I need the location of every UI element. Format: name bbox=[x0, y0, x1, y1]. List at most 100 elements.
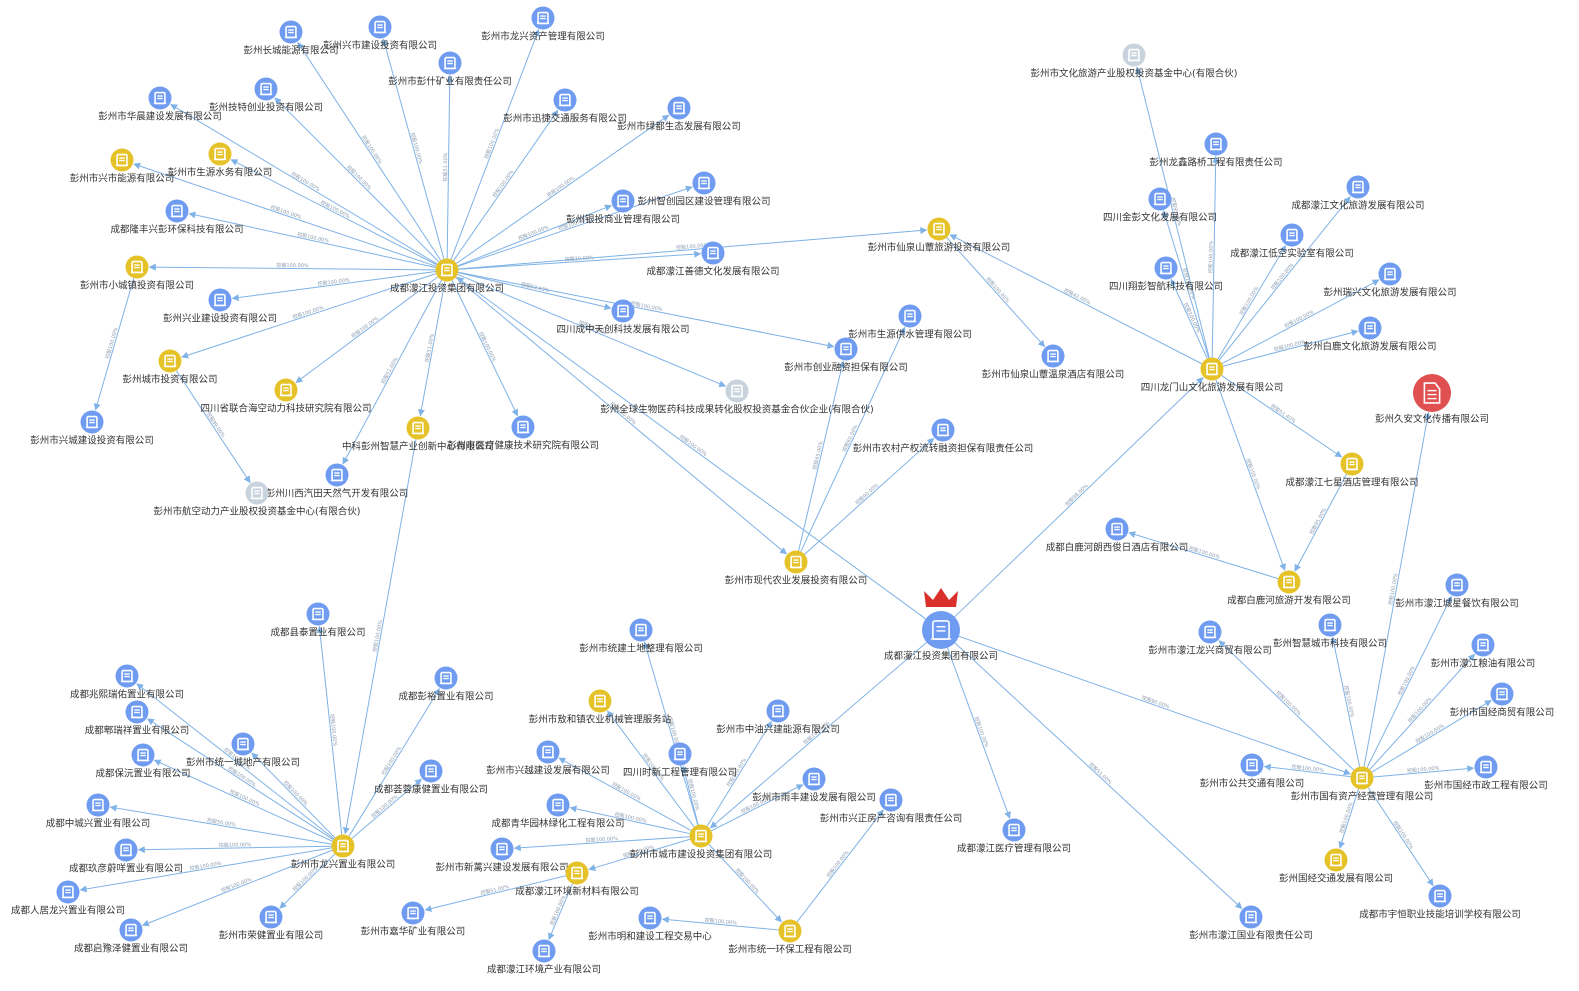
node-c4[interactable]: 彭州市现代农业发展投资有限公司 bbox=[725, 550, 868, 587]
node-h4[interactable]: 四川时新工程管理有限公司 bbox=[623, 742, 737, 779]
node-a24[interactable]: 四川成中天创科技发展有限公司 bbox=[556, 299, 690, 336]
node-d7[interactable]: 彭州瑞兴文化旅游发展有限公司 bbox=[1323, 262, 1457, 299]
node-i9[interactable]: 成都玖彦蔚咩置业有限公司 bbox=[69, 838, 183, 875]
node-a23[interactable]: 彭州市航空动力产业股权投资基金中心(有限合伙) bbox=[154, 481, 361, 518]
node-label: 彭州市新蓠兴建设发展有限公司 bbox=[435, 862, 568, 874]
node-f7[interactable]: 彭州市国经市政工程有限公司 bbox=[1424, 755, 1548, 792]
node-i1[interactable]: 成都县泰置业有限公司 bbox=[270, 602, 366, 639]
node-d0[interactable]: 四川龙门山文化旅游发展有限公司 bbox=[1141, 357, 1284, 394]
edge-n1-a9 bbox=[133, 162, 437, 267]
node-a17[interactable]: 彭州城市投资有限公司 bbox=[122, 349, 218, 386]
node-a8[interactable]: 彭州市绿都生态发展有限公司 bbox=[617, 96, 741, 133]
node-i4[interactable]: 成都彭裕置业有限公司 bbox=[398, 666, 494, 703]
node-h2[interactable]: 彭州市敖和镇农业机械管理服务站 bbox=[529, 689, 672, 726]
node-f3[interactable]: 彭州智慧城市科技有限公司 bbox=[1273, 613, 1387, 650]
node-d11[interactable]: 成都白鹿河旅游开发有限公司 bbox=[1227, 570, 1351, 607]
node-a6[interactable]: 彭州市华晨建设发展有限公司 bbox=[98, 86, 222, 123]
node-a19[interactable]: 彭州市兴城建设投资有限公司 bbox=[30, 410, 154, 447]
node-a25[interactable]: 彭州全球生物医药科技成果转化股权投资基金合伙企业(有限合伙) bbox=[600, 379, 874, 416]
node-i12[interactable]: 成都启豫泽健置业有限公司 bbox=[74, 918, 188, 955]
node-a21[interactable]: 彭州市医疗健康技术研究院有限公司 bbox=[447, 415, 599, 452]
node-f4[interactable]: 彭州市濛江粮油有限公司 bbox=[1431, 633, 1536, 670]
node-label: 彭州市兴正房产咨询有限责任公司 bbox=[820, 813, 963, 825]
node-g2[interactable]: 彭州市濛江国业有限责任公司 bbox=[1189, 905, 1313, 942]
node-n1[interactable]: 成都濛江投资集团有限公司 bbox=[390, 258, 504, 295]
node-a4[interactable]: 彭州市彭什矿业有限责任公司 bbox=[388, 51, 512, 88]
node-a15[interactable]: 彭州市小城镇投资有限公司 bbox=[80, 255, 194, 292]
edge-label: 控股100.00% bbox=[1414, 722, 1445, 745]
node-d10[interactable]: 成都白鹿河朗西俊日酒店有限公司 bbox=[1046, 517, 1189, 554]
node-a1[interactable]: 彭州长城能源有限公司 bbox=[243, 20, 339, 57]
node-h1[interactable]: 彭州市统建土地整理有限公司 bbox=[579, 618, 703, 655]
node-h13[interactable]: 彭州市统一环保工程有限公司 bbox=[728, 919, 852, 956]
node-a14[interactable]: 成都濛江善德文化发展有限公司 bbox=[646, 241, 780, 278]
company-icon bbox=[130, 705, 144, 719]
node-h8[interactable]: 彭州市兴正房产咨询有限责任公司 bbox=[820, 788, 963, 825]
node-h10[interactable]: 成都濛江环境新材料有限公司 bbox=[515, 861, 639, 898]
node-f5[interactable]: 彭州市国经商贸有限公司 bbox=[1450, 682, 1555, 719]
node-h0[interactable]: 彭州市城市建设投资集团有限公司 bbox=[630, 824, 773, 861]
node-d4[interactable]: 成都濛江文化旅游发展有限公司 bbox=[1291, 175, 1425, 212]
edge-h0-h9 bbox=[513, 836, 690, 852]
node-c1[interactable]: 彭州市生源供水管理有限公司 bbox=[848, 304, 972, 341]
node-i7[interactable]: 成都荟蓉康健置业有限公司 bbox=[374, 759, 488, 796]
node-a18[interactable]: 四川省联合海空动力科技研究院有限公司 bbox=[200, 378, 372, 415]
node-a2[interactable]: 彭州兴市建设投资有限公司 bbox=[323, 15, 437, 52]
node-circle[interactable] bbox=[1413, 374, 1451, 412]
node-a3[interactable]: 彭州市龙兴资产管理有限公司 bbox=[481, 6, 605, 43]
node-i8[interactable]: 成都中城兴置业有限公司 bbox=[46, 793, 151, 830]
node-a5[interactable]: 彭州技特创业投资有限公司 bbox=[209, 77, 323, 114]
node-e0[interactable]: 彭州久安文化传播有限公司 bbox=[1375, 374, 1489, 425]
node-b1[interactable]: 彭州市仙泉山蕈旅游投资有限公司 bbox=[868, 217, 1011, 254]
node-i0[interactable]: 彭州市龙兴置业有限公司 bbox=[291, 834, 396, 871]
node-i11[interactable]: 彭州市荣健置业有限公司 bbox=[219, 905, 324, 942]
node-a12[interactable]: 彭州智创园区建设管理有限公司 bbox=[637, 171, 771, 208]
node-a20[interactable]: 中科彭州智慧产业创新中心有限公司 bbox=[342, 416, 494, 453]
edge-label: 控股51.00% bbox=[480, 883, 510, 897]
node-b2[interactable]: 彭州市仙泉山蕈温泉酒店有限公司 bbox=[982, 344, 1125, 381]
node-h11[interactable]: 彭州市嘉华矿业有限公司 bbox=[361, 901, 466, 938]
edge-label: 控股51.00% bbox=[442, 152, 449, 181]
node-f2[interactable]: 彭州市濛江龙兴商贸有限公司 bbox=[1148, 620, 1272, 657]
node-i3[interactable]: 成都郫瑞祥置业有限公司 bbox=[85, 700, 190, 737]
node-d9[interactable]: 成都濛江七星酒店管理有限公司 bbox=[1285, 452, 1419, 489]
node-d8[interactable]: 彭州白鹿文化旅游发展有限公司 bbox=[1303, 316, 1437, 353]
node-i5[interactable]: 彭州市统一城地产有限公司 bbox=[186, 732, 300, 769]
node-d6[interactable]: 四川翔彭智航科技有限公司 bbox=[1109, 256, 1223, 293]
node-a9[interactable]: 彭州市兴市能源有限公司 bbox=[70, 148, 175, 185]
node-a13[interactable]: 彭州银投商业管理有限公司 bbox=[566, 189, 680, 226]
node-f1[interactable]: 彭州市濛江城星餐饮有限公司 bbox=[1395, 573, 1519, 610]
node-a10[interactable]: 彭州市生源水务有限公司 bbox=[168, 142, 273, 179]
node-a16[interactable]: 彭州兴业建设投资有限公司 bbox=[163, 288, 277, 325]
company-icon bbox=[672, 101, 686, 115]
node-f8[interactable]: 彭州国经交通发展有限公司 bbox=[1279, 848, 1393, 885]
node-a11[interactable]: 成都隆丰兴彭环保科技有限公司 bbox=[110, 199, 244, 236]
edge-f0-f1 bbox=[1366, 595, 1452, 768]
node-f0[interactable]: 彭州市国有资产经营管理有限公司 bbox=[1291, 766, 1434, 803]
node-a7[interactable]: 彭州市迅捷交通服务有限公司 bbox=[503, 88, 627, 125]
node-i10[interactable]: 成都人居龙兴置业有限公司 bbox=[11, 880, 125, 917]
node-f6[interactable]: 彭州市公共交通有限公司 bbox=[1200, 753, 1305, 790]
node-h14[interactable]: 成都濛江环境产业有限公司 bbox=[487, 939, 601, 976]
node-c2[interactable]: 彭州市创业融资担保有限公司 bbox=[784, 337, 908, 374]
node-root[interactable]: 成都濛江投资集团有限公司 bbox=[884, 588, 998, 662]
node-g1[interactable]: 成都濛江医疗管理有限公司 bbox=[957, 818, 1071, 855]
node-f9[interactable]: 成都市宇恒职业技能培训学校有限公司 bbox=[1359, 884, 1521, 921]
node-h3[interactable]: 彭州市中油兴建能源有限公司 bbox=[716, 699, 840, 736]
node-h9[interactable]: 彭州市新蓠兴建设发展有限公司 bbox=[435, 837, 569, 874]
node-a22[interactable]: 彭州川西汽田天然气开发有限公司 bbox=[266, 463, 409, 500]
node-d1[interactable]: 彭州市文化旅游产业股权投资基金中心(有限合伙) bbox=[1031, 43, 1238, 80]
node-c3[interactable]: 彭州市农村产权流转融资担保有限责任公司 bbox=[853, 418, 1034, 455]
node-d2[interactable]: 彭州龙鑫路桥工程有限责任公司 bbox=[1149, 132, 1283, 169]
node-i6[interactable]: 成都保沅置业有限公司 bbox=[95, 743, 191, 780]
node-h5[interactable]: 彭州市兴越建设发展有限公司 bbox=[486, 740, 610, 777]
node-circle[interactable] bbox=[922, 611, 960, 649]
node-d3[interactable]: 四川金彭文化发展有限公司 bbox=[1103, 187, 1217, 224]
node-h12[interactable]: 彭州市明和建设工程交易中心 bbox=[588, 906, 712, 943]
node-i2[interactable]: 成都兆熙瑞佑置业有限公司 bbox=[70, 664, 184, 701]
edge-label: 控股100.00% bbox=[517, 224, 550, 242]
node-d5[interactable]: 成都濛江低空实验室有限公司 bbox=[1230, 223, 1354, 260]
node-h7[interactable]: 成都青华园林绿化工程有限公司 bbox=[491, 793, 625, 830]
node-label: 彭州市小城镇投资有限公司 bbox=[80, 280, 194, 292]
node-h6[interactable]: 彭州市雨丰建设发展有限公司 bbox=[752, 767, 876, 804]
